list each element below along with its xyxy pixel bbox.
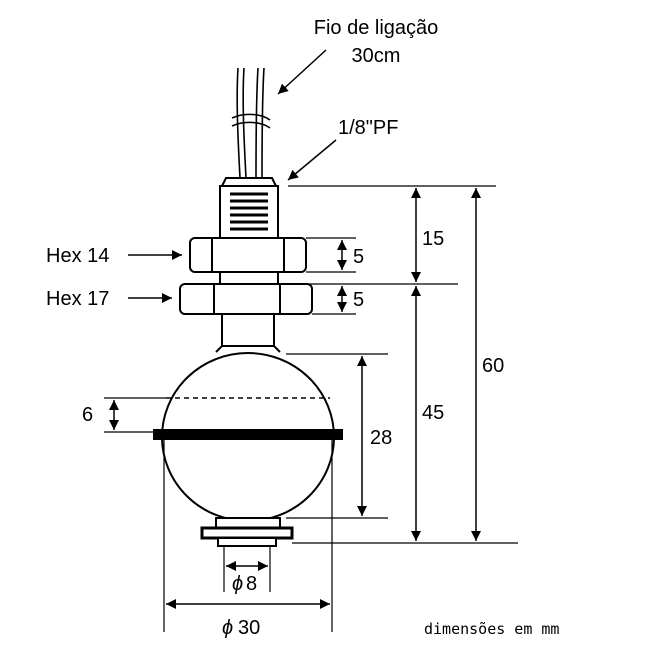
- float-ball: [153, 352, 343, 522]
- wire-label-line2: 30cm: [352, 45, 401, 67]
- dim-label-30: 30: [238, 617, 260, 639]
- extension-lines: [104, 185, 518, 632]
- hex-nut-17: [179, 283, 313, 315]
- dim-label-15: 15: [422, 228, 444, 250]
- leader-thread: [287, 139, 337, 181]
- stem-spacer: [219, 271, 279, 285]
- dim-label-8: 8: [246, 573, 257, 595]
- dim-label-60: 60: [482, 355, 504, 377]
- leader-arrows: [128, 49, 337, 303]
- phi-symbol-30: ϕ: [222, 617, 233, 639]
- hex-nut-14: [189, 237, 307, 273]
- thread-label: 1/8"PF: [338, 117, 398, 139]
- dimension-arrows: [109, 188, 481, 609]
- phi-symbol-8: ϕ: [232, 573, 243, 595]
- units-note: dimensões em mm: [424, 620, 559, 638]
- lower-stem: [215, 313, 281, 353]
- float-band: [153, 429, 343, 440]
- wire-label-line1: Fio de ligação: [314, 17, 439, 39]
- bottom-fitting: [200, 517, 294, 547]
- hex17-label: Hex 17: [46, 288, 109, 310]
- dim-label-45: 45: [422, 402, 444, 424]
- dim-label-5a: 5: [353, 246, 364, 268]
- threaded-stem: [219, 177, 279, 239]
- leader-wire: [277, 49, 327, 95]
- lead-wires: [231, 67, 271, 179]
- hex14-label: Hex 14: [46, 245, 109, 267]
- dim-label-5b: 5: [353, 289, 364, 311]
- dim-label-28: 28: [370, 427, 392, 449]
- dim-label-6: 6: [82, 404, 93, 426]
